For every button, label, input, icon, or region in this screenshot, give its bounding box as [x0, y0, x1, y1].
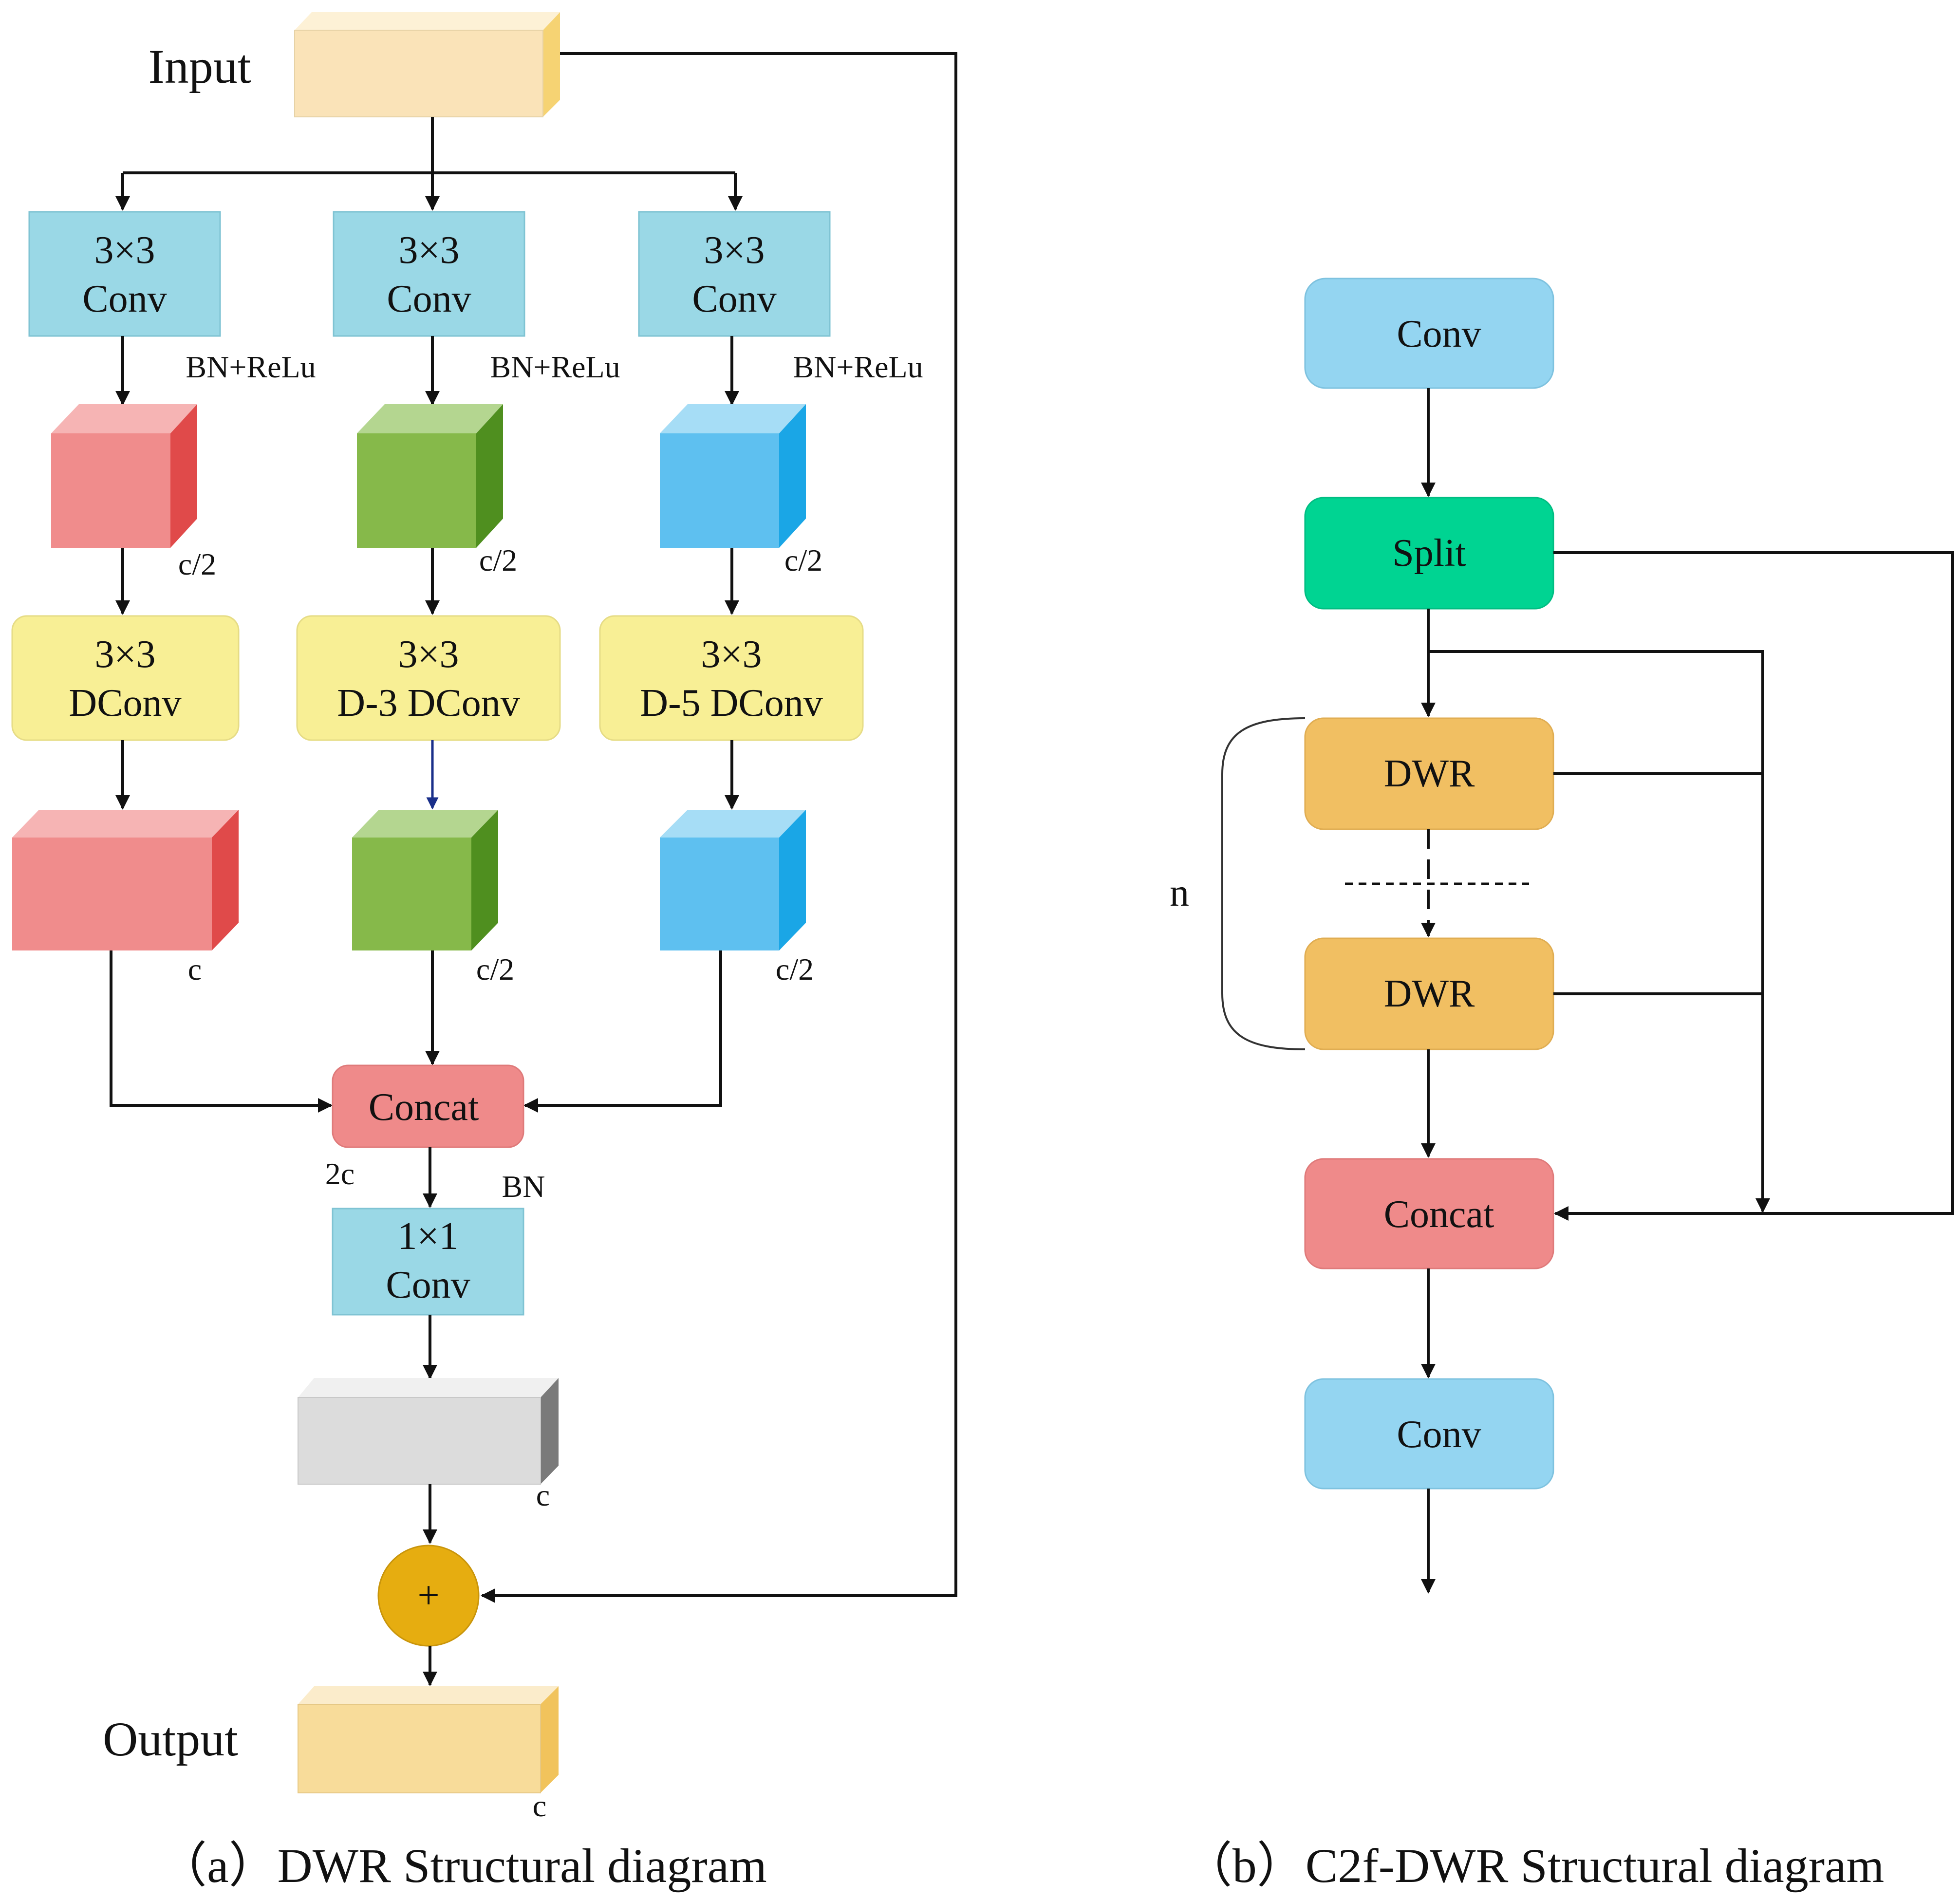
branch-3: 3×3 Conv BN+ReLu c/2 3×3 D-5 DConv c/2: [599, 211, 923, 987]
concat-feed-lines: [1428, 551, 1954, 1221]
input-block: [294, 12, 560, 117]
dconv-1-line1: 3×3: [94, 633, 155, 676]
output-dim: c: [533, 1788, 546, 1823]
c2f-conv-top-label: Conv: [1397, 313, 1481, 355]
conv-block-3: [638, 211, 831, 337]
repeat-bracket: [1221, 717, 1306, 1050]
feat-2b-dim: c/2: [476, 952, 514, 987]
act-3-label: BN+ReLu: [793, 350, 923, 384]
act-1-label: BN+ReLu: [186, 350, 316, 384]
bn-label: BN: [502, 1169, 545, 1204]
feat-1b-dim: c: [188, 952, 202, 987]
feat-3-dim: c/2: [784, 543, 822, 577]
split-label: Split: [1392, 532, 1466, 575]
dconv-block-2: [296, 615, 561, 741]
dwr-first-label: DWR: [1384, 752, 1475, 795]
dconv-2-line1: 3×3: [398, 633, 459, 676]
dconv-2-line2: D-3 DConv: [337, 682, 520, 725]
act-2-label: BN+ReLu: [490, 350, 620, 384]
red-cube-small: [51, 404, 197, 548]
green-cube-small: [357, 404, 503, 548]
conv-block-1: [28, 211, 221, 337]
blue-cube-large: [660, 810, 806, 950]
conv-2-line2: Conv: [387, 278, 471, 320]
conv-2-line1: 3×3: [398, 229, 459, 272]
conv-1-line2: Conv: [82, 278, 167, 320]
c2f-conv-bottom-label: Conv: [1397, 1413, 1481, 1456]
dconv-1-line2: DConv: [69, 682, 181, 725]
c2f-caption: （b）C2f-DWR Structural diagram: [1184, 1839, 1885, 1893]
conv1x1-line2: Conv: [386, 1264, 470, 1306]
c2f-concat-label: Concat: [1384, 1193, 1494, 1236]
conv1x1-block: [332, 1208, 524, 1316]
output-block: [298, 1686, 559, 1793]
branch-1: 3×3 Conv BN+ReLu c/2 3×3 DConv c: [11, 211, 316, 987]
plus-symbol: +: [417, 1574, 439, 1617]
feat-1-dim: c/2: [178, 547, 216, 581]
c2f-panel: Conv Split DWR DWR n Concat Conv （b）C2f-…: [1170, 278, 1954, 1893]
input-label: Input: [148, 39, 251, 93]
feat-2-dim: c/2: [479, 543, 517, 577]
conv-1-line1: 3×3: [94, 229, 155, 272]
branch-2: 3×3 Conv BN+ReLu c/2 3×3 D-3 DConv c/2: [296, 211, 620, 987]
dwr-panel: Input 3×3 Conv BN+ReLu c: [11, 12, 957, 1893]
dconv-block-1: [11, 615, 240, 741]
concat-dim: 2c: [325, 1156, 355, 1191]
conv1x1-line1: 1×1: [397, 1215, 458, 1258]
dwr-concat-label: Concat: [369, 1086, 479, 1129]
dwr-caption: （a）DWR Structural diagram: [158, 1839, 767, 1893]
dconv-3-line1: 3×3: [701, 633, 762, 676]
conv-3-line1: 3×3: [704, 229, 765, 272]
gray-block: [298, 1378, 559, 1485]
residual-skip-line: [481, 52, 957, 1603]
conv-3-line2: Conv: [692, 278, 776, 320]
concat-inputs: [110, 950, 722, 1113]
output-label: Output: [103, 1712, 238, 1766]
blue-cube-small: [660, 404, 806, 548]
red-cube-large: [12, 810, 239, 950]
dwr-last-label: DWR: [1384, 972, 1475, 1015]
feat-3b-dim: c/2: [776, 952, 814, 987]
input-split-lines: [115, 117, 743, 211]
dwr-concat-block: [332, 1064, 524, 1148]
gray-dim: c: [536, 1478, 550, 1512]
conv-block-2: [333, 211, 525, 337]
dconv-3-line2: D-5 DConv: [640, 682, 823, 725]
green-cube-large: [352, 810, 498, 950]
repeat-n-label: n: [1170, 872, 1189, 914]
